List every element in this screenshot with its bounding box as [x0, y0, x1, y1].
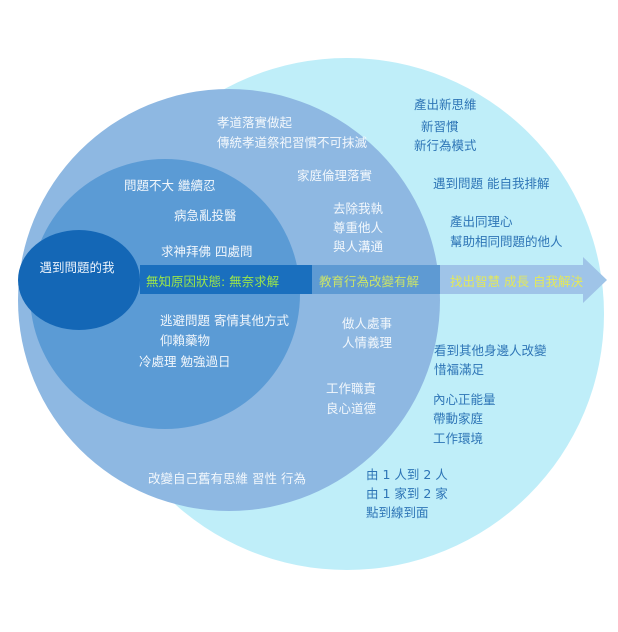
outer-text: 產出同理心 [450, 214, 513, 229]
outer-text: 幫助相同問題的他人 [450, 234, 563, 249]
middle-text: 良心道德 [326, 401, 377, 416]
outer-text: 遇到問題 能自我排解 [433, 176, 549, 191]
middle-text: 做人處事 [342, 316, 392, 331]
outer-text: 由 1 人到 2 人 [366, 467, 448, 482]
outer-text: 新習慣 [421, 119, 459, 134]
middle-text: 孝道落實做起 [217, 115, 293, 130]
middle-text: 工作職責 [326, 381, 376, 396]
outer-text: 惜福滿足 [434, 362, 485, 377]
outer-text: 點到線到面 [366, 505, 429, 520]
middle-text: 家庭倫理落實 [297, 168, 372, 183]
outer-text: 帶動家庭 [433, 411, 484, 426]
middle-text: 去除我執 [333, 201, 384, 216]
arrow-stage2-label: 教育行為改變有解 [319, 274, 419, 289]
inner-text: 病急亂投醫 [174, 208, 237, 223]
outer-text: 看到其他身邊人改變 [434, 343, 547, 358]
arrow-stage1 [140, 265, 312, 294]
inner-text: 冷處理 勉強過日 [139, 354, 230, 369]
middle-text: 尊重他人 [333, 220, 384, 235]
middle-text: 與人溝通 [333, 239, 384, 254]
middle-text: 人情義理 [342, 335, 393, 350]
inner-text: 仰賴藥物 [160, 333, 210, 348]
outer-text: 工作環境 [433, 431, 483, 446]
inner-text: 求神拜佛 四處問 [161, 244, 252, 259]
outer-text: 產出新思維 [414, 97, 477, 112]
core-circle [18, 230, 140, 330]
arrow-stage3-label: 找出智慧 成長 自我解決 [450, 274, 583, 289]
arrow-stage1-label: 無知原因狀態: 無奈求解 [146, 274, 279, 289]
inner-text: 逃避問題 寄情其他方式 [160, 313, 289, 328]
middle-text: 傳統孝道祭祀習慣不可抹滅 [217, 135, 368, 150]
middle-text: 改變自己舊有思維 習性 行為 [148, 471, 306, 486]
core-label: 遇到問題的我 [39, 260, 115, 275]
outer-text: 內心正能量 [433, 392, 496, 407]
inner-text: 問題不大 繼續忍 [124, 178, 215, 193]
outer-text: 新行為模式 [414, 138, 477, 153]
outer-text: 由 1 家到 2 家 [366, 486, 448, 501]
arrow-stage2 [312, 265, 440, 294]
arrow-stage3 [440, 257, 607, 303]
